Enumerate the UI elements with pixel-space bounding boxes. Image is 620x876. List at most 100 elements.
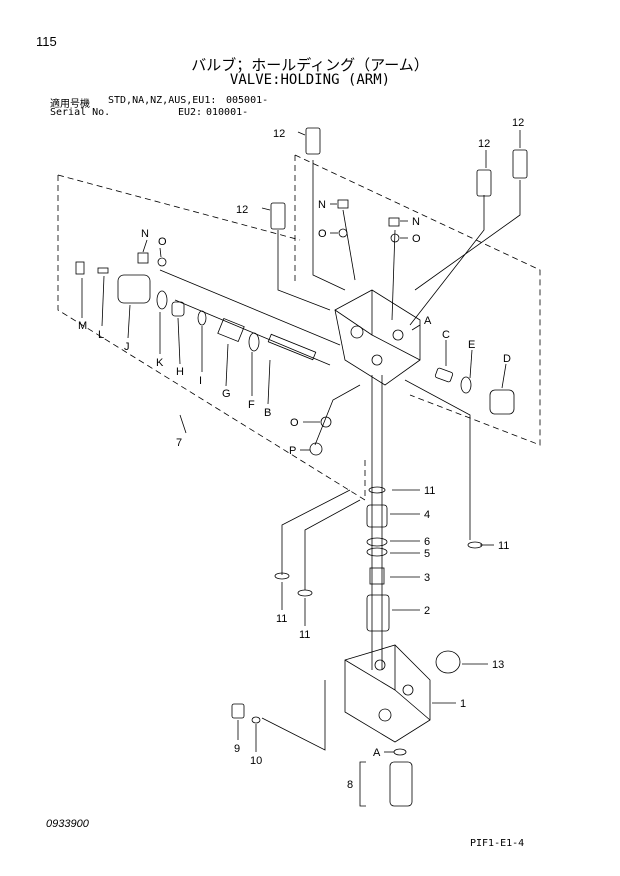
applicability-label: 適用号機 <box>50 99 90 110</box>
callout-o2: O <box>290 417 299 429</box>
callout-o4: O <box>412 233 421 245</box>
part-j-plug <box>117 274 151 304</box>
figure-reference: PIF1-E1-4 <box>470 838 525 849</box>
leader-bolt-top <box>312 160 346 291</box>
boundary-dashed-top <box>57 174 301 241</box>
part-p-plug <box>309 442 323 456</box>
part-11-oring-right <box>467 541 483 549</box>
leader-7 <box>179 414 187 434</box>
callout-c: C <box>442 329 450 341</box>
callout-h: H <box>176 366 184 378</box>
callout-5: 5 <box>424 548 430 560</box>
part-g-spring <box>217 317 245 343</box>
part-10-washer <box>251 716 261 724</box>
part-3-spring <box>369 567 385 585</box>
leader-bolt-far <box>414 180 521 291</box>
callout-j: J <box>124 341 130 353</box>
applicability-serial-2: 010001- <box>206 107 249 118</box>
leader-plug-n2 <box>391 229 396 321</box>
callout-l: L <box>98 329 104 341</box>
leader-bolt-left <box>277 230 331 311</box>
callout-12a: 12 <box>273 128 285 140</box>
callout-k: K <box>156 357 164 369</box>
callout-g: G <box>222 388 231 400</box>
part-e-oring <box>460 376 472 394</box>
callout-b: B <box>264 407 271 419</box>
callout-11-center: 11 <box>424 485 435 497</box>
callout-12c: 12 <box>478 138 490 150</box>
part-8-valve <box>389 761 413 807</box>
applicability-models: STD,NA,NZ,AUS,EU1: <box>108 95 217 106</box>
part-n-plug-1 <box>137 252 149 264</box>
callout-8: 8 <box>347 779 353 791</box>
part-5-ring <box>366 547 388 557</box>
applicability-serial-1: 005001- <box>226 95 269 106</box>
callout-m: M <box>78 320 87 332</box>
title-english: VALVE:HOLDING (ARM) <box>229 72 391 88</box>
part-i-oring <box>197 310 207 326</box>
callout-12d: 12 <box>512 117 524 129</box>
part-h-seat <box>171 301 185 317</box>
part-k-oring <box>156 290 168 310</box>
page-number: 115 <box>36 34 57 49</box>
callout-o3: O <box>318 228 327 240</box>
serial-number-label: Serial No. <box>50 107 111 118</box>
callout-2: 2 <box>424 605 430 617</box>
leader-bolt-right <box>409 195 485 326</box>
part-o-oring-3 <box>338 228 348 238</box>
part-m-screw <box>75 261 85 275</box>
part-a-oring <box>393 748 407 756</box>
leader-plug-n <box>342 209 356 281</box>
callout-4: 4 <box>424 509 430 521</box>
part-9-bolt <box>231 703 245 719</box>
callout-11-right: 11 <box>498 540 509 552</box>
part-d-plug <box>489 389 515 415</box>
callout-6: 6 <box>424 536 430 548</box>
callout-13: 13 <box>492 659 504 671</box>
part-12-bolt-1 <box>305 127 321 155</box>
boundary-dashed-left <box>57 175 366 501</box>
leader-oring-11-mid <box>304 499 361 590</box>
callout-7: 7 <box>176 437 182 449</box>
axis-horizontal <box>159 269 341 346</box>
document-code: 0933900 <box>46 818 89 830</box>
boundary-dashed-right <box>294 154 541 446</box>
part-12-bolt-2 <box>270 202 286 230</box>
callout-a-upper: A <box>424 315 432 327</box>
part-f-washer <box>248 332 260 352</box>
callout-a-lower: A <box>373 747 381 759</box>
callout-3: 3 <box>424 572 430 584</box>
callout-1: 1 <box>460 698 466 710</box>
leader-oring-11-left <box>281 489 351 575</box>
part-b-rod <box>267 333 317 361</box>
callout-11-mid: 11 <box>299 629 310 641</box>
part-6-ring <box>366 537 388 547</box>
part-12-bolt-4 <box>512 149 528 179</box>
callout-12b: 12 <box>236 204 248 216</box>
callout-10: 10 <box>250 755 262 767</box>
part-o-oring-1 <box>320 416 332 428</box>
leader-oring-11-right <box>404 379 471 540</box>
part-l-pin <box>97 267 109 274</box>
callout-d: D <box>503 353 511 365</box>
title-japanese: バルブ；ホールディング（アーム） <box>191 56 429 74</box>
callout-i: I <box>199 375 202 387</box>
leader-bolt-9 <box>261 680 326 751</box>
valve-body-lower <box>344 644 431 743</box>
callout-9: 9 <box>234 743 240 755</box>
callout-n2: N <box>318 199 326 211</box>
callout-o1: O <box>158 236 167 248</box>
part-2-poppet <box>366 594 390 632</box>
part-11-oring-center <box>368 486 386 494</box>
callout-n1: N <box>141 228 149 240</box>
callout-p: P <box>289 445 296 457</box>
callout-11-left: 11 <box>276 613 287 625</box>
part-c-fitting <box>434 367 454 383</box>
applicability-eu2: EU2: <box>178 107 203 118</box>
part-11-oring-mid <box>297 589 313 597</box>
part-4-piston <box>366 504 388 528</box>
axis-horizontal-2 <box>174 299 331 366</box>
part-n-plug-3 <box>388 217 400 227</box>
callout-f: F <box>248 399 255 411</box>
